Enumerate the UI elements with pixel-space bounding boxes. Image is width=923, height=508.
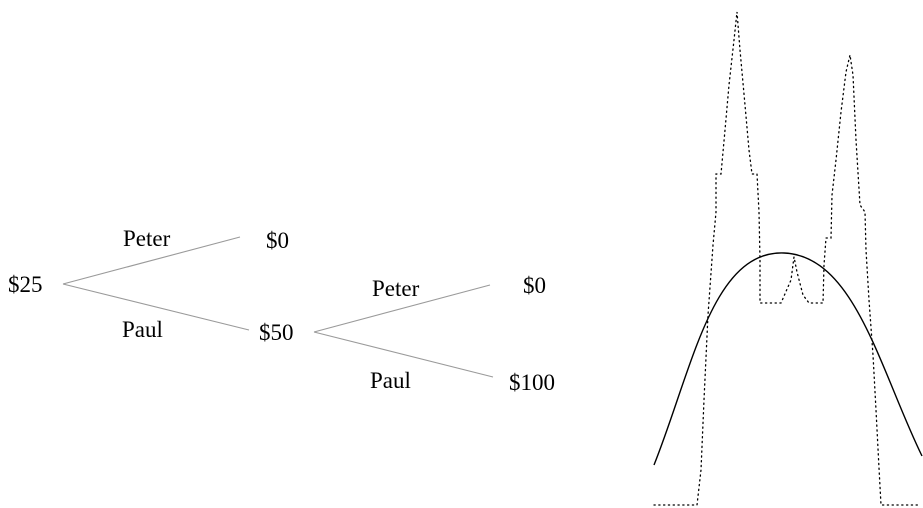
edge-root-to-fifty bbox=[62, 283, 250, 331]
node-label-second-zero: $0 bbox=[523, 273, 546, 298]
edge-root-to-first-zero bbox=[62, 236, 241, 285]
edge-label-root-paul: Paul bbox=[122, 317, 163, 342]
node-label-first-zero: $0 bbox=[266, 228, 289, 253]
distribution-graphic bbox=[653, 11, 923, 506]
node-label-fifty: $50 bbox=[259, 320, 294, 345]
edge-fifty-to-second-zero bbox=[313, 284, 491, 333]
betting-tree: $25 Peter Paul $0 $50 Peter Paul $0 $100 bbox=[8, 226, 555, 395]
root-node-label: $25 bbox=[8, 272, 43, 297]
edge-label-fifty-paul: Paul bbox=[370, 368, 411, 393]
edge-label-fifty-peter: Peter bbox=[372, 276, 420, 301]
node-label-hundred: $100 bbox=[509, 370, 555, 395]
edge-fifty-to-hundred bbox=[313, 331, 494, 378]
bimodal-dotted-outline bbox=[653, 11, 921, 506]
edge-label-root-peter: Peter bbox=[123, 226, 171, 251]
smooth-normal-curve bbox=[653, 252, 923, 466]
